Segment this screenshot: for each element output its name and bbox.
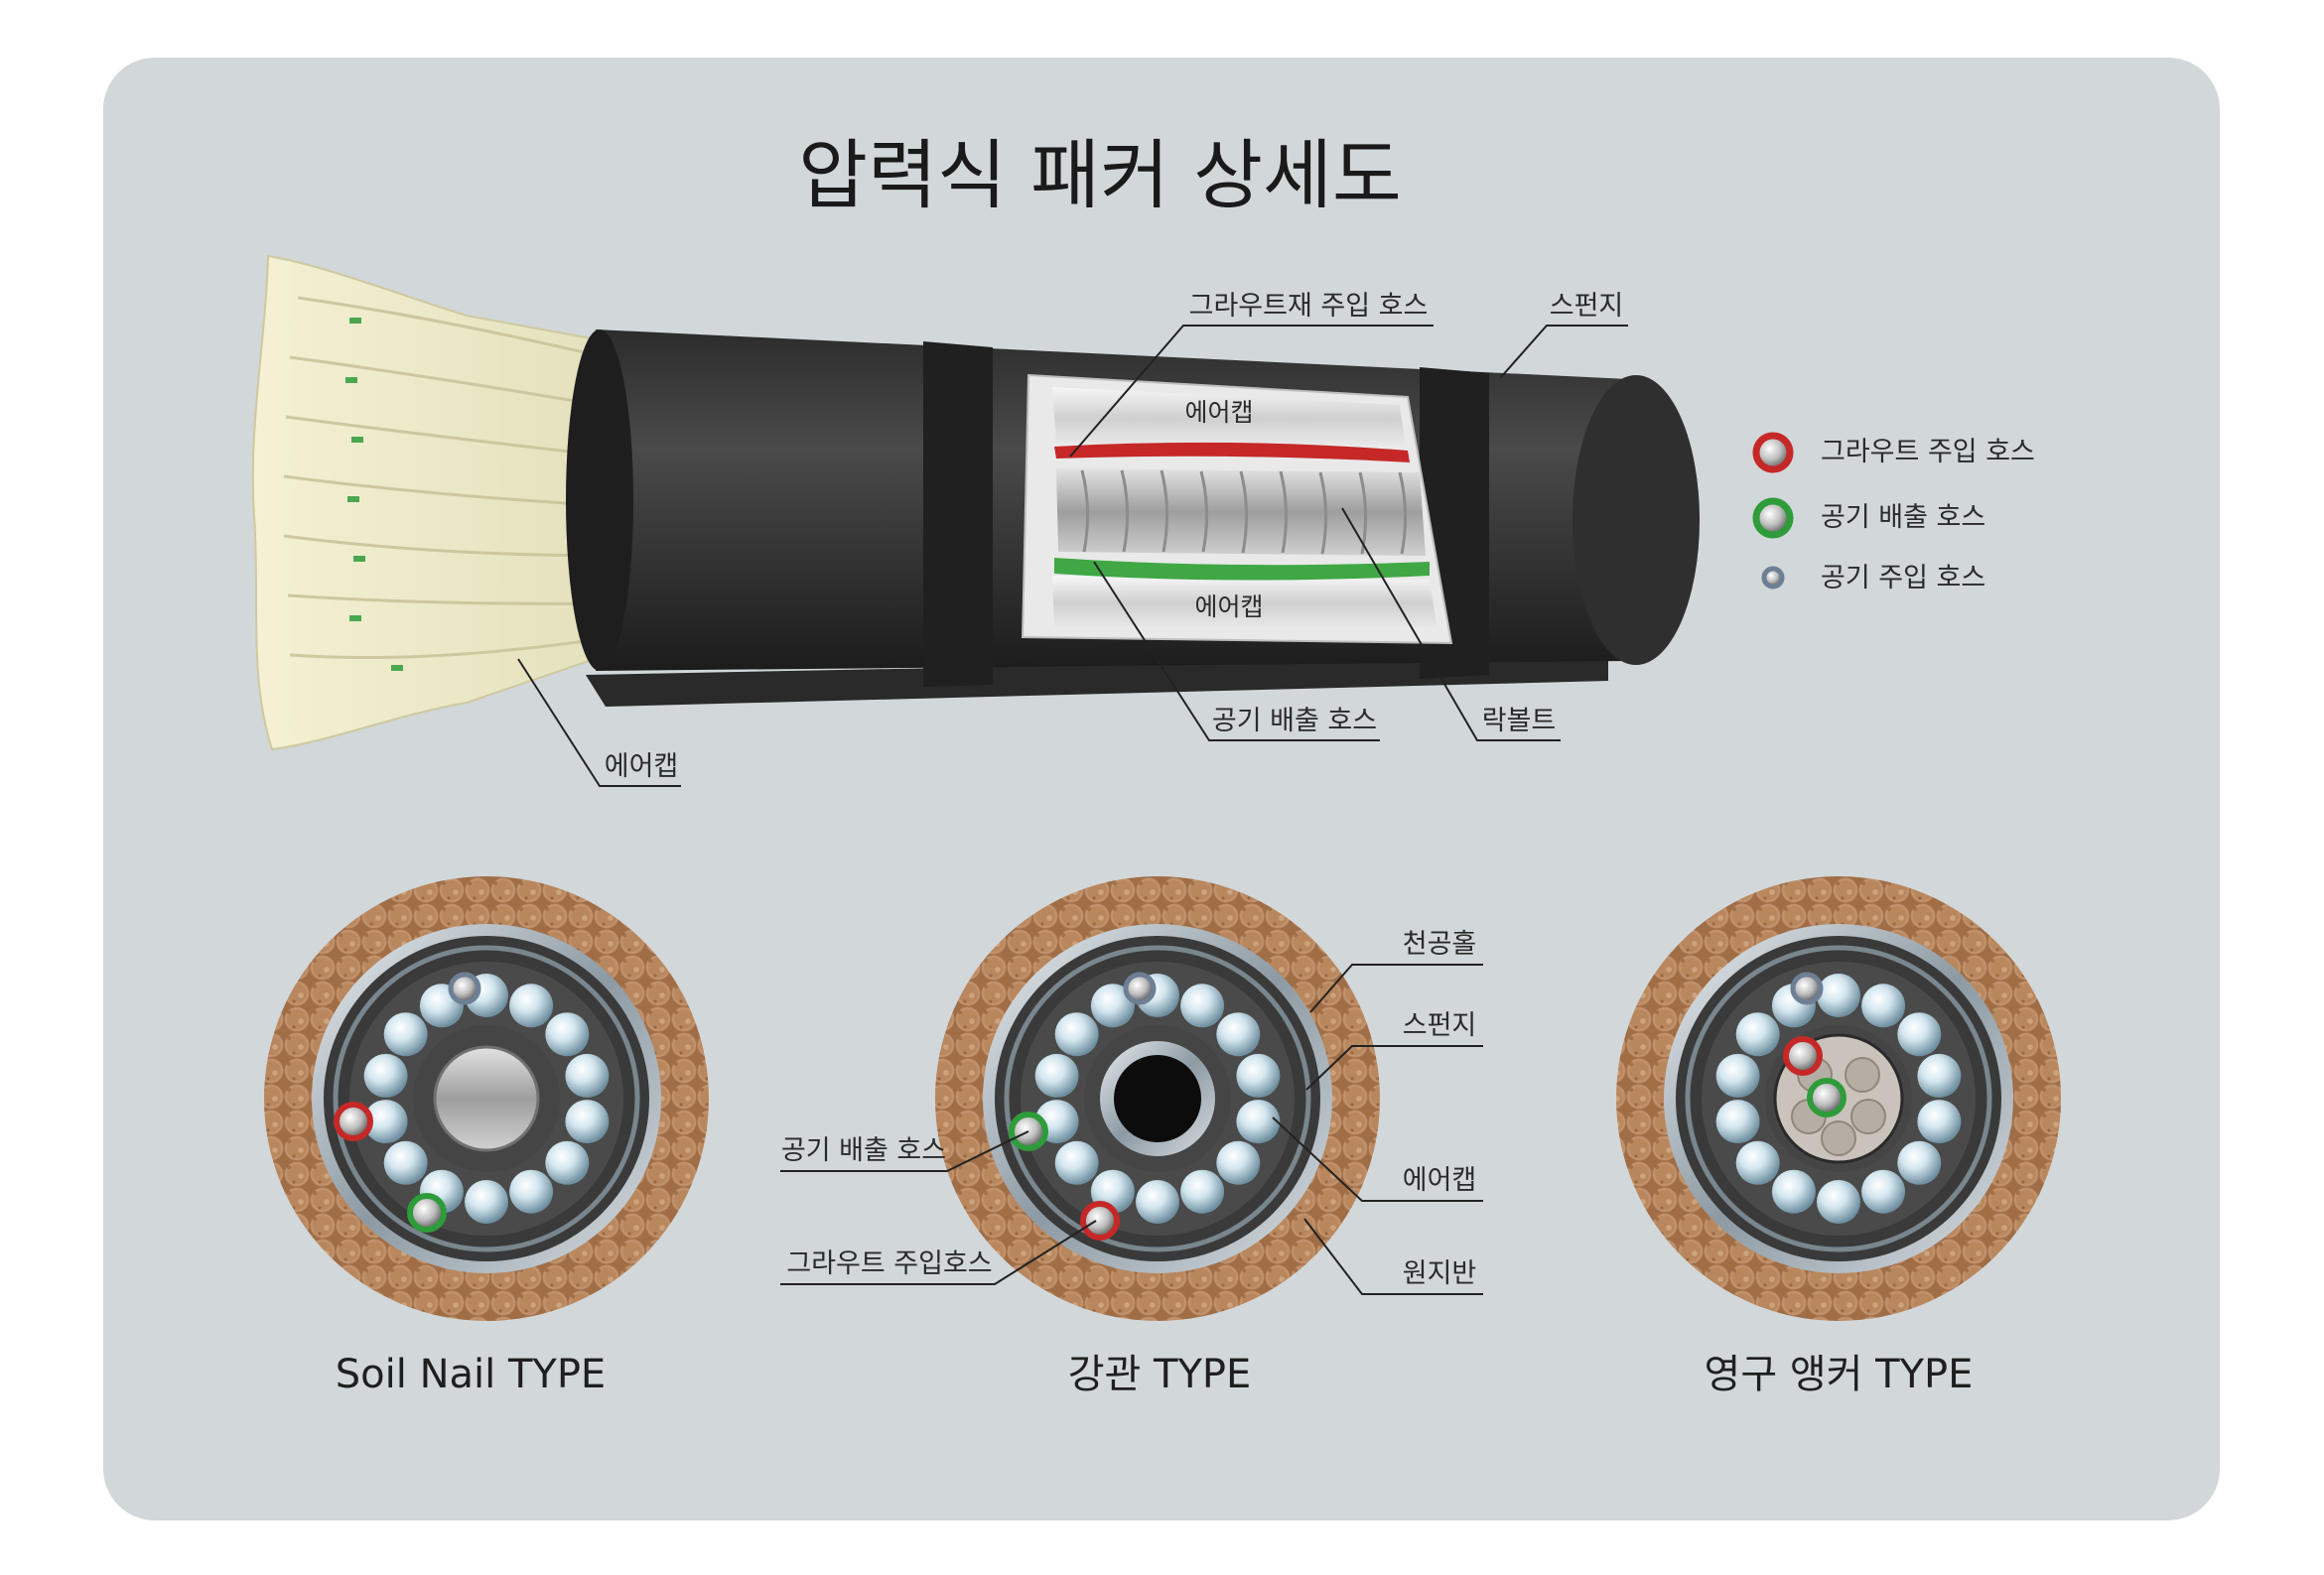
page-title: 압력식 패커 상세도 <box>798 131 1402 219</box>
label-grout-hose-section: 그라우트 주입호스 <box>786 1248 992 1279</box>
aircap-ball <box>1897 1012 1942 1057</box>
air-inject-hose-icon <box>1790 972 1824 1005</box>
aircap-ball <box>1054 1140 1099 1185</box>
legend-label-air-exhaust: 공기 배출 호스 <box>1821 502 1985 533</box>
grout-hose-icon <box>1752 432 1794 473</box>
grout-hose-icon <box>1783 1036 1823 1076</box>
aircap-top-label: 에어캡 <box>1184 398 1253 427</box>
aircap-ball <box>1180 984 1225 1028</box>
label-aircap-section: 에어캡 <box>1403 1165 1477 1196</box>
aircap-ball <box>545 1012 590 1057</box>
aircap-ball <box>1861 984 1906 1028</box>
label-grout-material-hose: 그라우트재 주입 호스 <box>1189 291 1429 322</box>
rock-bolt-core <box>433 1045 540 1152</box>
aircap-ball <box>1897 1140 1942 1185</box>
aircap-ball <box>1236 1100 1281 1144</box>
legend: 그라우트 주입 호스 공기 배출 호스 공기 주입 호스 <box>1752 432 2035 593</box>
aircap-ball <box>565 1100 610 1144</box>
section-leaders: 천공홀 스펀지 공기 배출 호스 에어캡 그라우트 주입호스 원지반 <box>780 929 1483 1295</box>
aircap-ball <box>1715 1100 1760 1144</box>
aircap-ball <box>1216 1140 1261 1185</box>
aircap-ball <box>383 1140 428 1185</box>
legend-item-air-exhaust: 공기 배출 호스 <box>1752 497 1985 539</box>
aircap-ball <box>509 1169 554 1214</box>
aircap-ball <box>1054 1012 1099 1057</box>
caption-anchor: 영구 앵커 TYPE <box>1705 1352 1974 1397</box>
section-soil-nail <box>264 876 709 1321</box>
section-anchor <box>1616 876 2061 1321</box>
aircap-ball <box>1917 1053 1962 1098</box>
grout-hose-icon <box>334 1102 373 1141</box>
label-air-exhaust-hose-main: 공기 배출 호스 <box>1212 706 1377 736</box>
label-sponge-main: 스펀지 <box>1550 291 1624 322</box>
air-exhaust-hose-icon <box>1752 497 1794 539</box>
air-inject-hose-icon <box>1761 566 1785 590</box>
legend-item-air-inject: 공기 주입 호스 <box>1761 563 1985 593</box>
air-exhaust-hose-icon <box>407 1193 447 1233</box>
label-borehole: 천공홀 <box>1403 929 1477 960</box>
aircap-ball <box>1817 1180 1860 1224</box>
caption-soil-nail: Soil Nail TYPE <box>336 1352 606 1397</box>
aircap-ball <box>1090 984 1135 1028</box>
caption-steel-pipe: 강관 TYPE <box>1068 1352 1252 1397</box>
aircap-ball <box>1180 1169 1225 1214</box>
aircap-ball <box>565 1053 610 1098</box>
aircap-ball <box>1735 1012 1780 1057</box>
aircap-ball <box>1034 1053 1079 1098</box>
aircap-ball <box>465 1180 508 1224</box>
air-exhaust-hose-icon <box>1807 1078 1846 1117</box>
sponge-flap <box>586 655 1608 707</box>
aircap-ball <box>363 1053 408 1098</box>
aircap-bottom-label: 에어캡 <box>1194 592 1263 621</box>
main-leaders: 그라우트재 주입 호스 스펀지 공기 배출 호스 락볼트 에어캡 <box>517 291 1628 787</box>
aircap-ball <box>545 1140 590 1185</box>
aircap-top-film <box>1052 387 1406 449</box>
aircap-ball <box>383 1012 428 1057</box>
section-steel-pipe <box>935 876 1380 1321</box>
cross-sections <box>264 876 2061 1321</box>
aircap-ball <box>1136 1180 1179 1224</box>
aircap-ball <box>1771 1169 1816 1214</box>
legend-label-air-inject: 공기 주입 호스 <box>1821 563 1985 593</box>
label-sponge-section: 스펀지 <box>1403 1010 1477 1041</box>
aircap-bottom-film <box>1052 576 1437 631</box>
grout-hose-icon <box>1080 1201 1120 1241</box>
label-rock-bolt: 락볼트 <box>1482 706 1557 736</box>
packer-illustration: 에어캡 에어캡 <box>251 254 1700 751</box>
label-ground: 원지반 <box>1403 1258 1477 1289</box>
aircap-ball <box>1817 974 1860 1017</box>
aircap-ball <box>509 984 554 1028</box>
aircap-ball <box>1735 1140 1780 1185</box>
rock-bolt <box>1056 468 1426 556</box>
legend-item-grout: 그라우트 주입 호스 <box>1752 432 2035 473</box>
aircap-ball <box>1216 1012 1261 1057</box>
aircap-ball <box>1861 1169 1906 1214</box>
aircap-ball <box>363 1100 408 1144</box>
aircap-ball <box>1917 1100 1962 1144</box>
air-inject-hose-icon <box>1123 972 1157 1005</box>
air-hose-strip <box>1054 558 1430 581</box>
legend-label-grout: 그라우트 주입 호스 <box>1821 437 2035 467</box>
label-aircap-left: 에어캡 <box>605 751 679 782</box>
aircap-ball <box>1236 1053 1281 1098</box>
grout-hose-strip <box>1054 442 1410 462</box>
aircap-ball <box>1715 1053 1760 1098</box>
air-inject-hose-icon <box>448 972 481 1005</box>
label-air-exhaust-hose-section: 공기 배출 호스 <box>781 1135 946 1166</box>
